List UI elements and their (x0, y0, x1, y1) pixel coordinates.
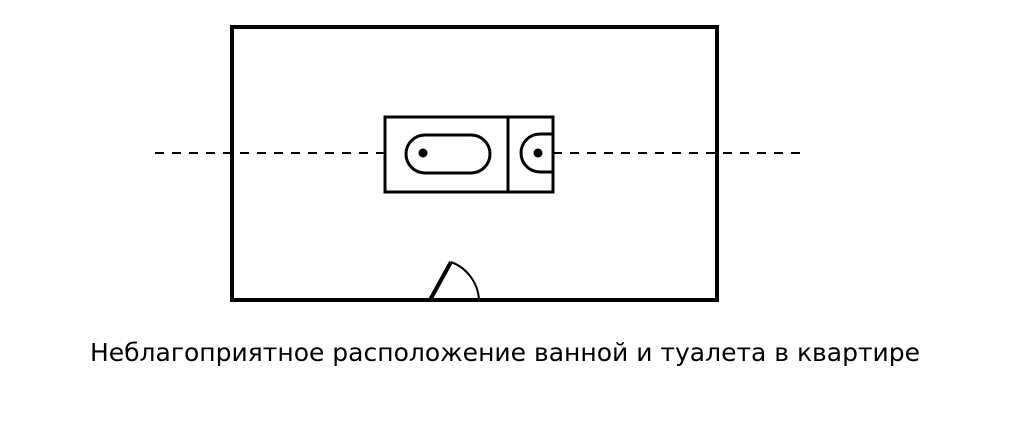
diagram-caption: Неблагоприятное расположение ванной и ту… (89, 338, 921, 367)
bathroom-block (383, 115, 555, 194)
apartment-outline (230, 25, 719, 302)
door-swing-icon (428, 261, 480, 301)
toilet-icon (519, 132, 552, 174)
bathtub-icon (404, 133, 492, 175)
